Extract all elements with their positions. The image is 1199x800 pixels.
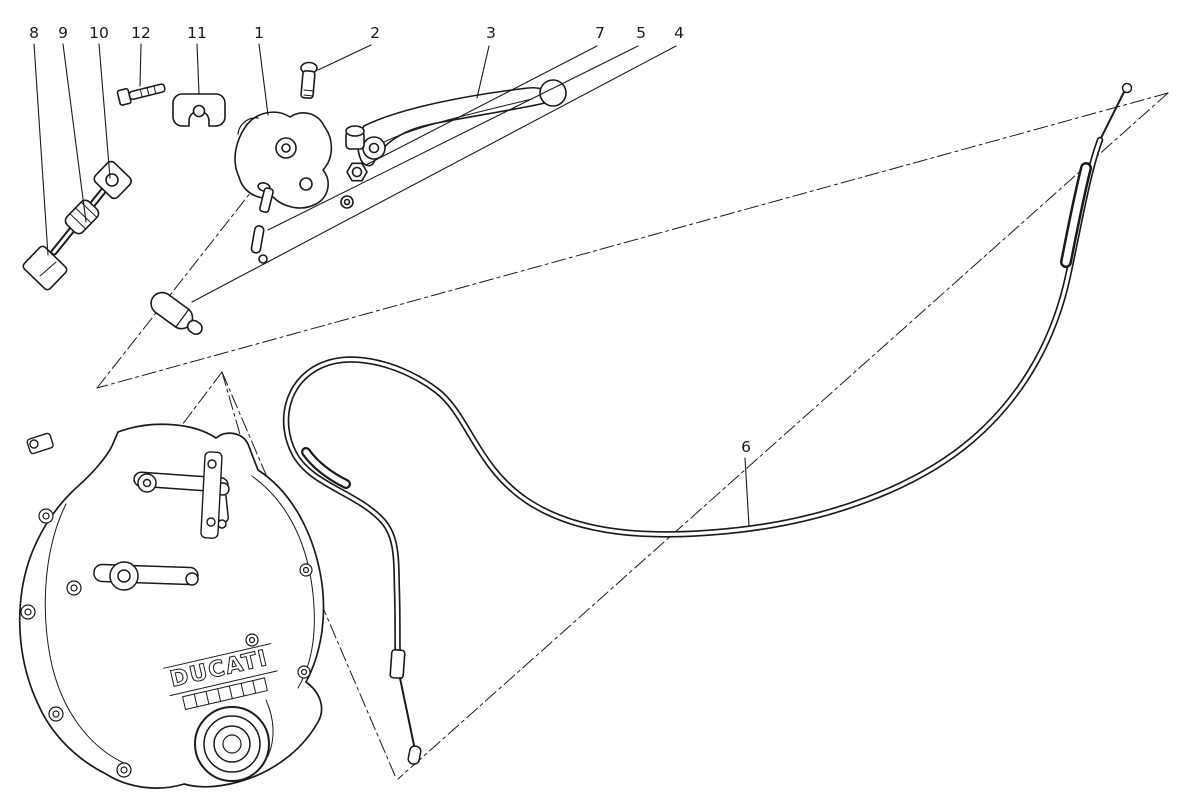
cover-bolts xyxy=(20,508,313,778)
callout-2: 2 xyxy=(370,24,380,42)
cable-bottom-end-fitting xyxy=(407,745,422,765)
cable-top-wire xyxy=(1099,91,1125,141)
leader-10 xyxy=(98,43,111,179)
callout-labels: 8 9 10 12 11 1 2 3 7 5 4 6 xyxy=(29,24,751,456)
callout-10: 10 xyxy=(89,24,109,42)
cover-inner-rim-right xyxy=(251,475,315,689)
cable-adjuster-barrel-core xyxy=(1062,164,1090,266)
cover-stub xyxy=(26,432,54,455)
switch-sleeve xyxy=(64,199,100,235)
callout-1: 1 xyxy=(254,24,264,42)
cable-bottom-fitting xyxy=(389,649,406,680)
cable-ferrule-core xyxy=(303,449,349,487)
clutch-lever-arm xyxy=(93,561,199,591)
leader-12 xyxy=(139,43,142,87)
callout-4: 4 xyxy=(674,24,684,42)
cable-adjuster xyxy=(150,291,203,336)
washer xyxy=(340,195,354,209)
cable-sheath-outline xyxy=(282,136,1104,666)
callout-11: 11 xyxy=(187,24,207,42)
callout-5: 5 xyxy=(636,24,646,42)
pivot-nut xyxy=(346,162,368,182)
callout-12: 12 xyxy=(131,24,151,42)
lever-pin xyxy=(250,225,268,264)
leader-8 xyxy=(33,43,49,256)
badge-hatch xyxy=(182,677,268,710)
bracket-screw xyxy=(259,187,274,214)
cable-bottom-wire xyxy=(399,677,416,751)
leader-lines xyxy=(33,43,750,527)
cover-outline xyxy=(18,423,325,789)
clutch-cable xyxy=(282,82,1133,765)
leader-1 xyxy=(258,43,269,116)
leader-2 xyxy=(317,44,372,71)
callout-8: 8 xyxy=(29,24,39,42)
cover-output-rings xyxy=(194,706,270,782)
leader-5 xyxy=(267,45,639,231)
callout-9: 9 xyxy=(58,24,68,42)
leader-3 xyxy=(476,45,490,99)
pivot-bolt xyxy=(300,61,318,100)
lever-bracket xyxy=(234,111,333,214)
clutch-lever-assembly xyxy=(22,61,567,336)
pivot-bushing xyxy=(345,125,365,150)
switch-clevis xyxy=(93,160,132,200)
cover-inner-rim-left xyxy=(44,503,127,765)
cable-sheath-core xyxy=(284,138,1102,664)
leader-6 xyxy=(744,457,750,527)
engine-clutch-cover: DUCATI xyxy=(18,423,325,789)
leader-7 xyxy=(365,45,598,166)
clamp-screw xyxy=(116,83,166,106)
switch-connector xyxy=(22,245,68,291)
handlebar-clamp xyxy=(172,93,226,127)
leader-4 xyxy=(191,45,677,303)
callout-3: 3 xyxy=(486,24,496,42)
cable-top-end-fitting xyxy=(1121,82,1133,94)
clutch-switch-assembly xyxy=(22,160,132,291)
cable-holder-bracket xyxy=(200,451,223,539)
cover-rib xyxy=(265,699,274,757)
leader-11 xyxy=(196,43,200,95)
lever-ball-end xyxy=(539,79,567,107)
callout-7: 7 xyxy=(595,24,605,42)
leader-9 xyxy=(62,43,87,223)
callout-6: 6 xyxy=(741,438,751,456)
